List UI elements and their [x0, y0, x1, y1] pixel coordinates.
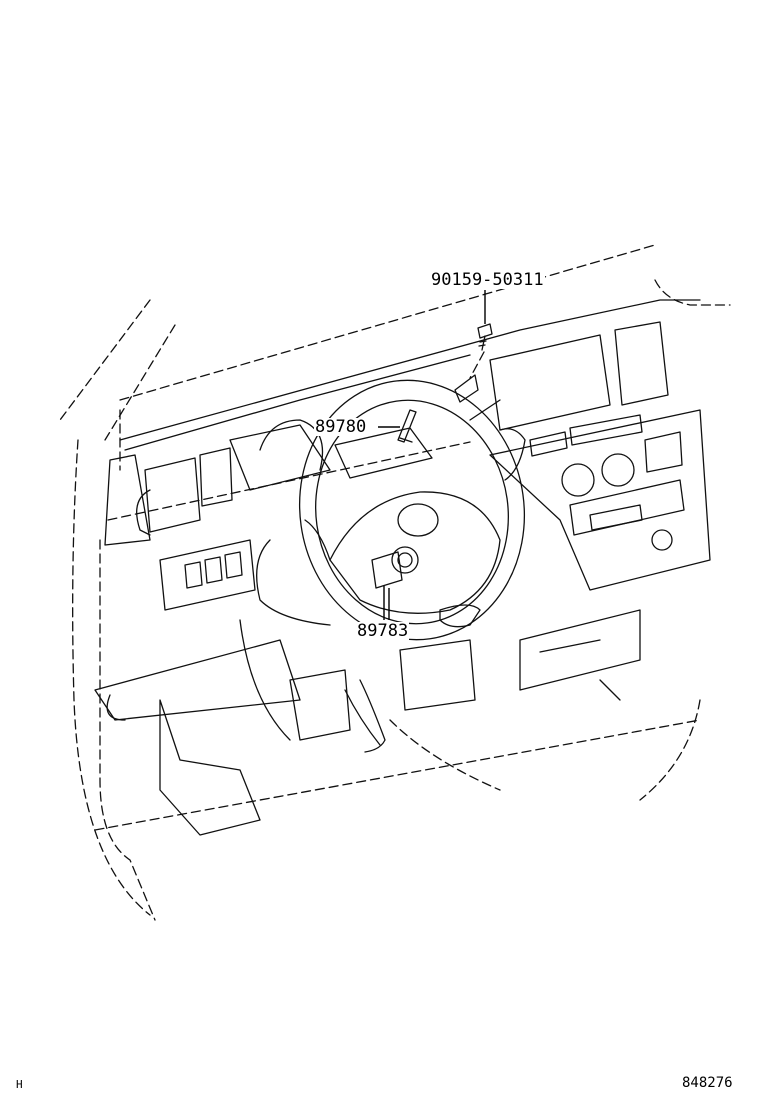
- callout-part-89783: 89783: [356, 621, 410, 641]
- figure-number: 848276: [682, 1075, 733, 1091]
- part-89783-switch: [371, 546, 419, 589]
- corner-mark-left: H: [16, 1078, 23, 1091]
- callout-part-89780: 89780: [314, 417, 368, 437]
- body-outline: [59, 244, 731, 921]
- part-90159-bolt: [469, 323, 493, 379]
- callout-bolt-90159-50311: 90159-50311: [430, 270, 545, 290]
- dashboard: [104, 299, 711, 701]
- part-89780-sensor: [397, 374, 479, 443]
- steering-column: [94, 539, 476, 836]
- steering-wheel: [298, 379, 526, 641]
- leader-lines: [378, 290, 486, 620]
